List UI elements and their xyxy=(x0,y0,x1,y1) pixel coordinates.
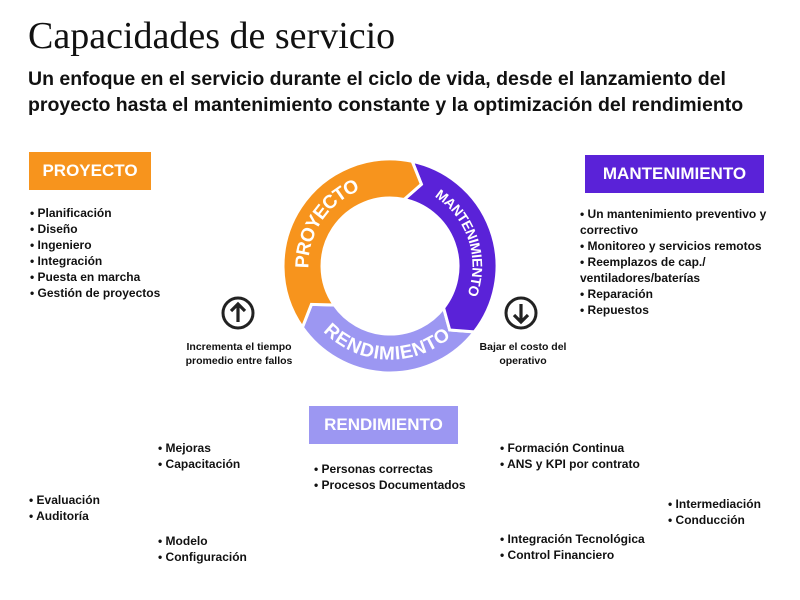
integracion-list: Integración Tecnológica Control Financie… xyxy=(500,531,645,563)
list-item: Modelo xyxy=(158,533,247,549)
mantenimiento-list: Un mantenimiento preventivo y correctivo… xyxy=(580,206,770,318)
list-item: ANS y KPI por contrato xyxy=(500,456,640,472)
proyecto-segment xyxy=(281,157,424,331)
evaluacion-list: Evaluación Auditoría xyxy=(29,492,100,524)
list-item: Integración Tecnológica xyxy=(500,531,645,547)
list-item: Ingeniero xyxy=(30,237,160,253)
list-item: Puesta en marcha xyxy=(30,269,160,285)
formacion-list: Formación Continua ANS y KPI por contrat… xyxy=(500,440,640,472)
list-item: Gestión de proyectos xyxy=(30,285,161,301)
page-title: Capacidades de servicio xyxy=(28,15,396,57)
list-item: Capacitación xyxy=(158,456,241,472)
intermediacion-list: Intermediación Conducción xyxy=(668,496,761,528)
lifecycle-ring: PROYECTO MANTENIMIENTO RENDIMIENTO xyxy=(281,157,499,375)
list-item: Monitoreo y servicios remotos xyxy=(580,238,770,254)
proyecto-list: Planificación Diseño Ingeniero Integraci… xyxy=(30,205,161,301)
rendimiento-list: Personas correctas Procesos Documentados xyxy=(314,461,466,493)
mtbf-note: Incrementa el tiempo promedio entre fall… xyxy=(185,341,293,367)
list-item: Integración xyxy=(30,253,160,269)
list-item: Evaluación xyxy=(29,492,100,508)
list-item: Repuestos xyxy=(580,302,770,318)
cost-note: Bajar el costo del operativo xyxy=(479,341,567,367)
rendimiento-tag: RENDIMIENTO xyxy=(309,406,458,444)
proyecto-tag: PROYECTO xyxy=(29,152,151,190)
arrow-down-circle-icon xyxy=(504,296,538,330)
arrow-up-circle-icon xyxy=(221,296,255,330)
list-item: Configuración xyxy=(158,549,247,565)
list-item: Reemplazos de cap./ ventiladores/batería… xyxy=(580,254,770,286)
list-item: Un mantenimiento preventivo y correctivo xyxy=(580,206,770,238)
list-item: Planificación xyxy=(30,205,160,221)
list-item: Control Financiero xyxy=(500,547,645,563)
page-subtitle: Un enfoque en el servicio durante el cic… xyxy=(28,68,744,116)
list-item: Diseño xyxy=(30,221,160,237)
list-item: Mejoras xyxy=(158,440,240,456)
list-item: Reparación xyxy=(580,286,770,302)
mantenimiento-tag: MANTENIMIENTO xyxy=(585,155,764,193)
mantenimiento-segment xyxy=(400,159,499,334)
list-item: Intermediación xyxy=(668,496,761,512)
mejoras-list: Mejoras Capacitación xyxy=(158,440,241,472)
list-item: Formación Continua xyxy=(500,440,640,456)
modelo-list: Modelo Configuración xyxy=(158,533,247,565)
list-item: Personas correctas xyxy=(314,461,466,477)
list-item: Auditoría xyxy=(29,508,100,524)
list-item: Procesos Documentados xyxy=(314,477,466,493)
list-item: Conducción xyxy=(668,512,761,528)
